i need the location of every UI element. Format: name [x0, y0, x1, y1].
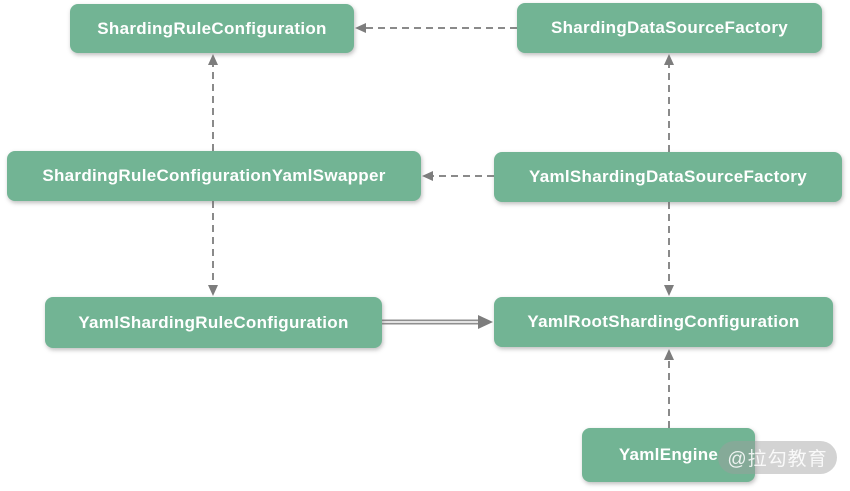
- watermark-badge: @拉勾教育: [718, 441, 837, 474]
- node-yaml-sharding-rule-configuration: YamlShardingRuleConfiguration: [45, 297, 382, 348]
- node-sharding-rule-configuration: ShardingRuleConfiguration: [70, 4, 354, 53]
- edge-yamlengine-to-yamlrootconfiguration: [664, 349, 674, 428]
- node-sharding-rule-configuration-yaml-swapper: ShardingRuleConfigurationYamlSwapper: [7, 151, 421, 201]
- edge-yamlshardingdatasourcefactory-to-swapper: [422, 171, 494, 181]
- edge-yamlfactory-to-shardingdatasourcefactory: [664, 54, 674, 152]
- node-yaml-root-sharding-configuration: YamlRootShardingConfiguration: [494, 297, 833, 347]
- node-sharding-data-source-factory: ShardingDataSourceFactory: [517, 3, 822, 53]
- edge-swapper-to-shardingruleconfiguration: [208, 54, 218, 151]
- edge-yamlfactory-to-yamlrootconfiguration: [664, 202, 674, 296]
- node-yaml-engine: YamlEngine: [582, 428, 755, 482]
- edge-shardingdatasourcefactory-to-shardingruleconfiguration: [355, 23, 517, 33]
- node-yaml-sharding-data-source-factory: YamlShardingDataSourceFactory: [494, 152, 842, 202]
- edge-swapper-to-yamlshardingruleconfiguration: [208, 201, 218, 296]
- edge-yamlruleconfig-to-yamlrootconfig: [382, 315, 493, 329]
